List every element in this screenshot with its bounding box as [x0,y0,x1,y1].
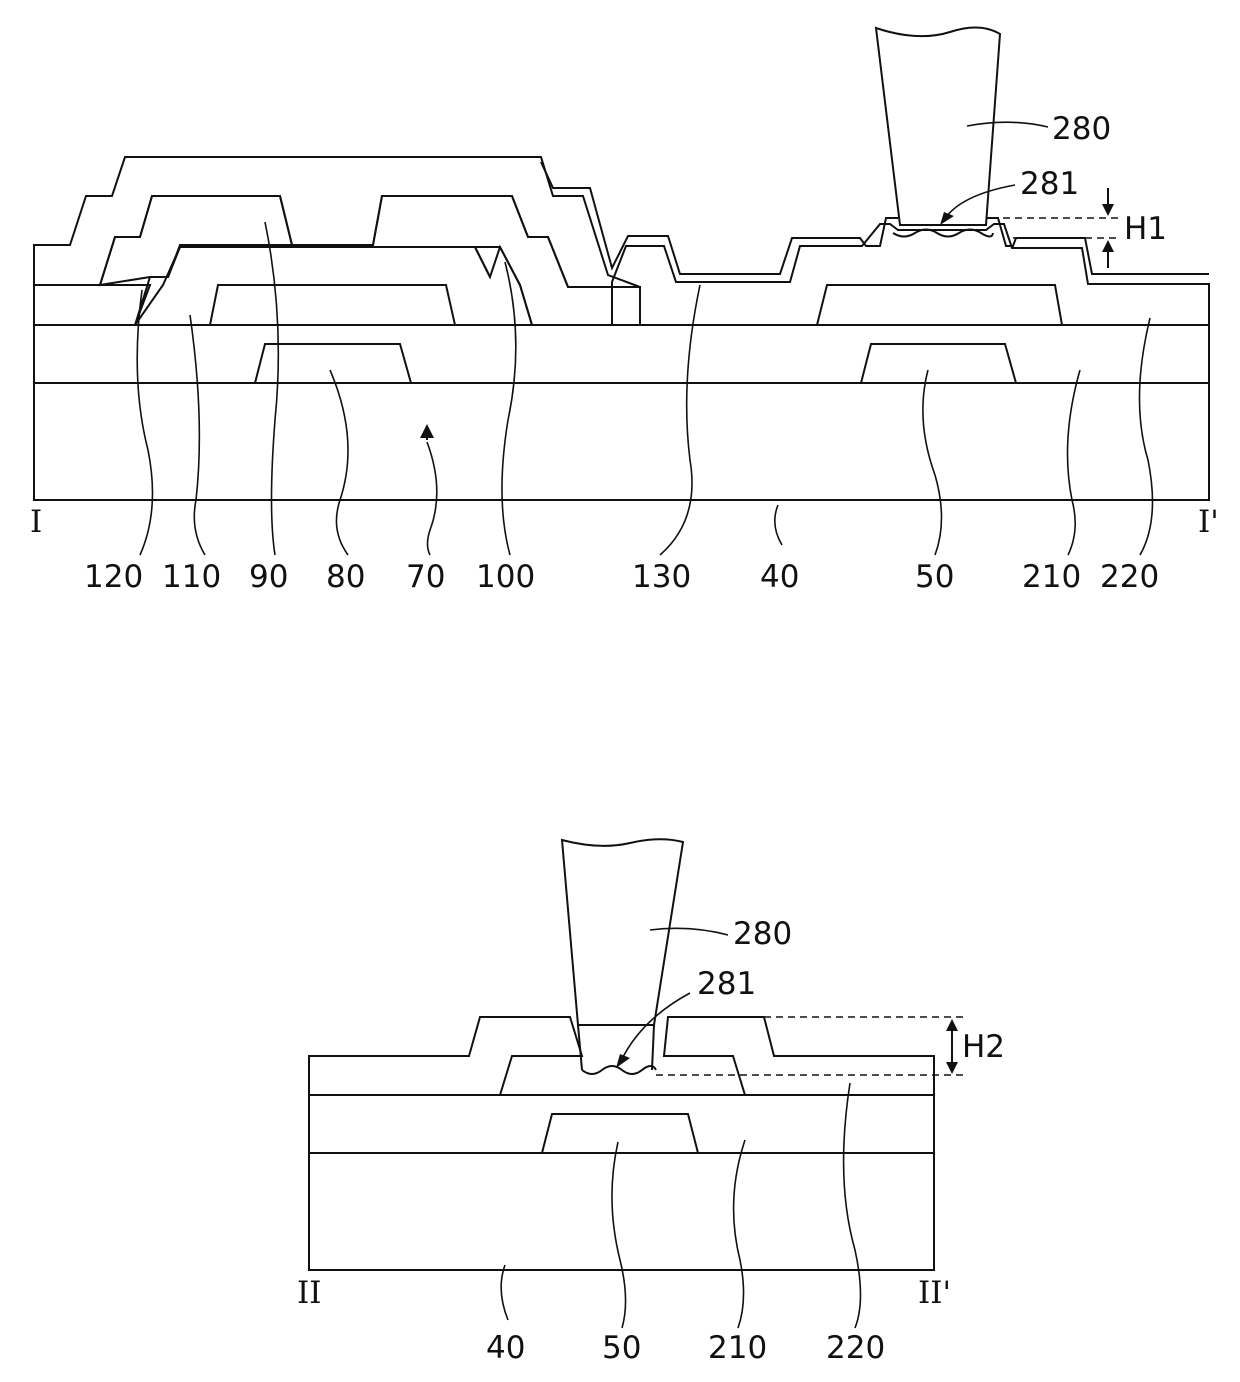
label-130: 130 [632,559,691,595]
leader-110 [190,315,205,555]
nozzle-280-bottom [562,839,683,1025]
leader-70 [427,442,437,555]
wavy-interface-281-bottom [582,1066,656,1074]
section-mark-i-prime: I' [1198,504,1219,540]
leader-281 [944,185,1015,220]
label-50-top: 50 [915,559,954,595]
leader-210 [1068,370,1081,555]
h1-arrowhead-top [1102,204,1114,216]
leader-40 [775,505,782,545]
leader-281-bottom [620,993,690,1063]
leader-280 [967,122,1048,127]
h1-arrowhead-bottom [1102,240,1114,252]
label-80: 80 [326,559,365,595]
label-100: 100 [476,559,535,595]
drain-electrode-100 [373,196,640,325]
leader-100 [502,262,516,555]
section-mark-ii-prime: II' [918,1275,951,1311]
label-280-bottom: 280 [733,916,792,952]
label-40-top: 40 [760,559,799,595]
label-281-bottom: 281 [697,966,756,1002]
leader-220 [1139,318,1152,555]
h2-arrowhead-top [946,1019,958,1031]
label-220-bottom: 220 [826,1330,885,1366]
leader-40-bottom [501,1265,508,1320]
label-120: 120 [84,559,143,595]
h2-arrowhead-bottom [946,1062,958,1074]
left-crosshatch-strip [34,285,150,325]
top-cross-section: 280 281 H1 I I' 120 110 90 80 70 100 130… [30,27,1219,595]
label-220-top: 220 [1100,559,1159,595]
passivation-layer-130-left [34,157,640,287]
arrow-70-head [420,424,434,438]
label-280-top: 280 [1052,111,1111,147]
substrate-40-bottom [309,1153,934,1270]
source-electrode-90 [100,196,292,285]
bottom-cross-section: 280 281 H2 II II' 40 50 210 220 [297,839,1005,1366]
h2-dashed-lines [656,1017,965,1075]
substrate-40 [34,383,1209,500]
electrode-50-bottom [542,1114,698,1153]
opening-walls [578,1025,654,1070]
label-210-bottom: 210 [708,1330,767,1366]
passivation-layer-220-right [664,1017,934,1095]
section-mark-ii: II [297,1275,322,1311]
electrode-50 [861,344,1016,383]
insulating-layer-210 [34,325,1209,383]
label-281-top: 281 [1020,166,1079,202]
label-40-bottom: 40 [486,1330,525,1366]
insulating-layer-210-bottom [309,1095,934,1153]
leader-210-bottom [734,1140,745,1328]
label-90: 90 [249,559,288,595]
leader-50-bottom [612,1142,626,1328]
passivation-layer-220-left [309,1017,582,1095]
label-50-bottom: 50 [602,1330,641,1366]
label-70: 70 [406,559,445,595]
section-mark-i: I [30,504,42,540]
active-layer-110 [135,247,532,325]
label-h1: H1 [1124,211,1167,247]
leader-281-arrowhead [940,212,954,225]
leader-281-bottom-arrowhead [616,1054,630,1068]
leader-280-bottom [650,928,728,935]
label-210-top: 210 [1022,559,1081,595]
leader-220-bottom [844,1083,861,1328]
nozzle-280-top [876,27,1000,225]
leader-90 [265,222,278,555]
label-h2: H2 [962,1029,1005,1065]
h1-dashed-lines [1003,218,1120,238]
leader-80 [330,370,348,555]
leader-120 [137,290,152,555]
label-110: 110 [162,559,221,595]
leader-50 [923,370,942,555]
